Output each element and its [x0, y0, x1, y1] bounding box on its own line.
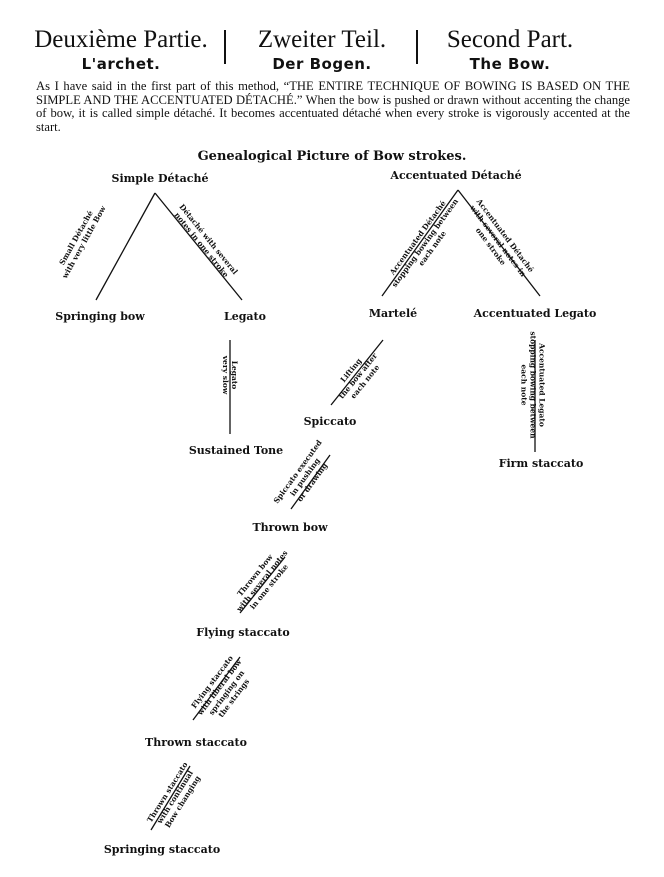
edge-line-small-detache	[95, 192, 156, 301]
node-simple-detache: Simple Détaché	[111, 172, 209, 185]
node-firm-staccato: Firm staccato	[498, 457, 584, 470]
header-title-english: Second Part.	[446, 26, 574, 53]
edge-line-flying-staccato	[192, 656, 241, 721]
node-legato: Legato	[224, 310, 266, 323]
node-accentuated-legato: Accentuated Legato	[473, 307, 597, 320]
node-sustained-tone: Sustained Tone	[188, 444, 284, 457]
node-flying-staccato: Flying staccato	[196, 626, 290, 639]
edge-line-detache-several	[154, 192, 243, 301]
header-subtitle-english: The Bow.	[469, 55, 551, 73]
node-accentuated-detache: Accentuated Détaché	[390, 169, 522, 182]
header-col-german: Zweiter Teil. Der Bogen.	[232, 26, 412, 74]
header-title-german: Zweiter Teil.	[257, 26, 387, 53]
header-col-french: Deuxième Partie. L'archet.	[28, 26, 214, 74]
diagram-title: Genealogical Picture of Bow strokes.	[197, 149, 467, 164]
edge-line-lifting	[330, 339, 384, 406]
node-thrown-staccato: Thrown staccato	[145, 736, 247, 749]
node-springing-staccato: Springing staccato	[103, 843, 221, 856]
header-subtitle-french: L'archet.	[81, 55, 161, 73]
node-thrown-bow: Thrown bow	[252, 521, 328, 534]
edge-label-accentuated-legato: Accentuated Legato stopping bowing betwe…	[519, 331, 547, 439]
header-subtitle-german: Der Bogen.	[272, 55, 372, 73]
header-col-english: Second Part. The Bow.	[420, 26, 600, 74]
edge-line-thrown-staccato	[150, 765, 191, 831]
edge-line-accentuated-stopping	[381, 189, 459, 297]
edge-line-spiccato-executed	[290, 454, 331, 510]
header-divider	[416, 30, 418, 64]
header-divider	[224, 30, 226, 64]
header-title-french: Deuxième Partie.	[34, 26, 208, 53]
edge-label-legato-slow: Legato very slow	[221, 355, 239, 395]
edge-line-accentuated-several	[457, 189, 541, 297]
edge-line-thrown-bow	[239, 556, 286, 614]
node-martele: Martelé	[368, 307, 418, 320]
intro-paragraph: As I have said in the first part of this…	[36, 79, 630, 134]
node-springing-bow: Springing bow	[55, 310, 145, 323]
node-spiccato: Spiccato	[303, 415, 357, 428]
